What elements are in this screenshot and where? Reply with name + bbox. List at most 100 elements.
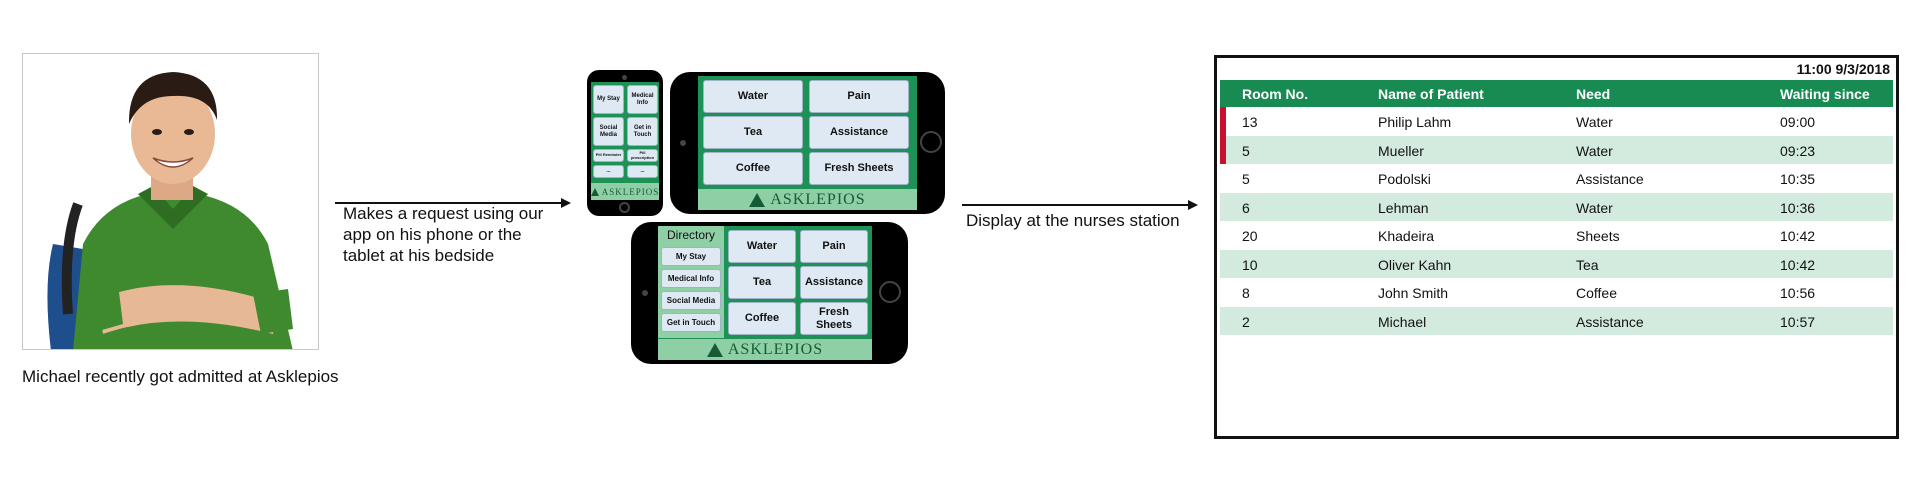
- cell-since: 10:57: [1780, 313, 1816, 330]
- cell-name: Philip Lahm: [1378, 114, 1452, 130]
- cell-room: 10: [1242, 256, 1258, 273]
- tablet-tile-assistance[interactable]: Assistance: [800, 266, 868, 299]
- cell-name: Mueller: [1378, 142, 1424, 159]
- cell-need: Assistance: [1576, 171, 1644, 187]
- portrait-tile-medical-info[interactable]: Medical Info: [627, 85, 658, 114]
- landscape-brand-bar: ASKLEPIOS: [698, 189, 917, 210]
- tablet-tile-coffee[interactable]: Coffee: [728, 302, 796, 335]
- tablet-camera: [642, 290, 648, 296]
- cell-need: Tea: [1576, 256, 1599, 273]
- cell-need: Coffee: [1576, 285, 1617, 301]
- station-table-body: 13 Philip Lahm Water 09:00 5 Mueller Wat…: [1220, 107, 1893, 335]
- tablet-screen: Directory My Stay Medical Info Social Me…: [658, 226, 872, 360]
- landscape-tile-fresh-sheets[interactable]: Fresh Sheets: [809, 152, 909, 185]
- phone-landscape: Water Pain Tea Assistance Coffee Fresh S…: [670, 72, 945, 214]
- cell-room: 13: [1242, 114, 1258, 130]
- portrait-tile-pill-reminder[interactable]: Pill Reminder: [593, 149, 624, 162]
- cell-since: 09:00: [1780, 114, 1816, 130]
- brand-logo-icon: [591, 187, 599, 196]
- cell-name: John Smith: [1378, 285, 1449, 301]
- patient-caption: Michael recently got admitted at Asklepi…: [22, 367, 339, 386]
- portrait-tile-pill-prescription[interactable]: Pill prescription: [627, 149, 658, 162]
- portrait-brand-bar: ASKLEPIOS: [591, 183, 659, 200]
- phone-portrait: My Stay Medical Info Social Media Get in…: [587, 70, 663, 216]
- portrait-tile-more-1[interactable]: ...: [593, 165, 624, 178]
- nurses-station-display: 11:00 9/3/2018 Room No. Name of Patient …: [1214, 55, 1899, 439]
- display-arrow-line: [962, 204, 1190, 206]
- header-patient-name: Name of Patient: [1378, 86, 1484, 102]
- station-clock: 11:00 9/3/2018: [1796, 61, 1890, 77]
- brand-name: ASKLEPIOS: [727, 340, 824, 358]
- cell-need: Assistance: [1576, 313, 1644, 330]
- table-row: 10 Oliver Kahn Tea 10:42: [1220, 249, 1893, 278]
- cell-name: Oliver Kahn: [1378, 256, 1452, 273]
- directory-item-social-media[interactable]: Social Media: [661, 291, 721, 310]
- portrait-camera: [622, 75, 627, 80]
- header-room-no: Room No.: [1242, 86, 1309, 102]
- directory-item-get-in-touch[interactable]: Get in Touch: [661, 313, 721, 332]
- urgent-flag: [1220, 135, 1226, 164]
- cell-need: Water: [1576, 114, 1613, 130]
- cell-name: Michael: [1378, 313, 1427, 330]
- landscape-tile-assistance[interactable]: Assistance: [809, 116, 909, 149]
- landscape-tile-tea[interactable]: Tea: [703, 116, 803, 149]
- cell-since: 10:36: [1780, 199, 1816, 216]
- patient-illustration: [47, 72, 293, 349]
- cell-need: Water: [1576, 142, 1613, 159]
- table-row: 5 Mueller Water 09:23: [1220, 135, 1893, 164]
- directory-title: Directory: [659, 227, 723, 243]
- request-description: Makes a request using our app on his pho…: [343, 204, 544, 265]
- cell-name: Podolski: [1378, 171, 1431, 187]
- request-arrow-head: [561, 198, 571, 208]
- portrait-tile-social-media[interactable]: Social Media: [593, 117, 624, 146]
- cell-room: 5: [1242, 171, 1250, 187]
- display-arrow-head: [1188, 200, 1198, 210]
- tablet-tile-fresh-sheets[interactable]: Fresh Sheets: [800, 302, 868, 335]
- portrait-tile-more-2[interactable]: ...: [627, 165, 658, 178]
- cell-since: 10:42: [1780, 256, 1816, 273]
- cell-room: 6: [1242, 199, 1250, 216]
- brand-name: ASKLEPIOS: [601, 186, 659, 197]
- table-row: 5 Podolski Assistance 10:35: [1220, 164, 1893, 193]
- table-row: 13 Philip Lahm Water 09:00: [1220, 107, 1893, 136]
- brand-name: ASKLEPIOS: [770, 190, 866, 208]
- table-row: 2 Michael Assistance 10:57: [1220, 306, 1893, 335]
- landscape-tile-water[interactable]: Water: [703, 80, 803, 113]
- tablet-tile-tea[interactable]: Tea: [728, 266, 796, 299]
- landscape-camera: [680, 140, 686, 146]
- display-description: Display at the nurses station: [966, 211, 1180, 230]
- portrait-tile-my-stay[interactable]: My Stay: [593, 85, 624, 114]
- landscape-home-button: [920, 131, 942, 153]
- tablet-tile-pain[interactable]: Pain: [800, 230, 868, 263]
- phone-landscape-screen: Water Pain Tea Assistance Coffee Fresh S…: [698, 76, 917, 210]
- cell-since: 10:56: [1780, 285, 1816, 301]
- cell-room: 20: [1242, 228, 1258, 244]
- cell-need: Sheets: [1576, 228, 1620, 244]
- table-row: 8 John Smith Coffee 10:56: [1220, 278, 1893, 307]
- cell-since: 09:23: [1780, 142, 1816, 159]
- cell-room: 8: [1242, 285, 1250, 301]
- directory-item-my-stay[interactable]: My Stay: [661, 247, 721, 266]
- cell-name: Khadeira: [1378, 228, 1435, 244]
- header-waiting-since: Waiting since: [1780, 86, 1870, 102]
- landscape-tile-coffee[interactable]: Coffee: [703, 152, 803, 185]
- tablet-home-button: [879, 281, 901, 303]
- tablet-tile-water[interactable]: Water: [728, 230, 796, 263]
- urgent-flag: [1220, 107, 1226, 136]
- patient-photo: [22, 53, 319, 350]
- portrait-tile-get-in-touch[interactable]: Get in Touch: [627, 117, 658, 146]
- landscape-tile-pain[interactable]: Pain: [809, 80, 909, 113]
- directory-item-medical-info[interactable]: Medical Info: [661, 269, 721, 288]
- cell-name: Lehman: [1378, 199, 1429, 216]
- cell-room: 5: [1242, 142, 1250, 159]
- portrait-home-button: [619, 202, 630, 213]
- header-need: Need: [1576, 86, 1611, 102]
- tablet-brand-bar: ASKLEPIOS: [658, 339, 872, 360]
- tablet-landscape: Directory My Stay Medical Info Social Me…: [631, 222, 908, 364]
- request-arrow-line: [335, 202, 563, 204]
- phone-portrait-screen: My Stay Medical Info Social Media Get in…: [591, 82, 659, 200]
- cell-since: 10:42: [1780, 228, 1816, 244]
- table-row: 6 Lehman Water 10:36: [1220, 192, 1893, 221]
- brand-logo-icon: [706, 342, 723, 357]
- table-row: 20 Khadeira Sheets 10:42: [1220, 221, 1893, 250]
